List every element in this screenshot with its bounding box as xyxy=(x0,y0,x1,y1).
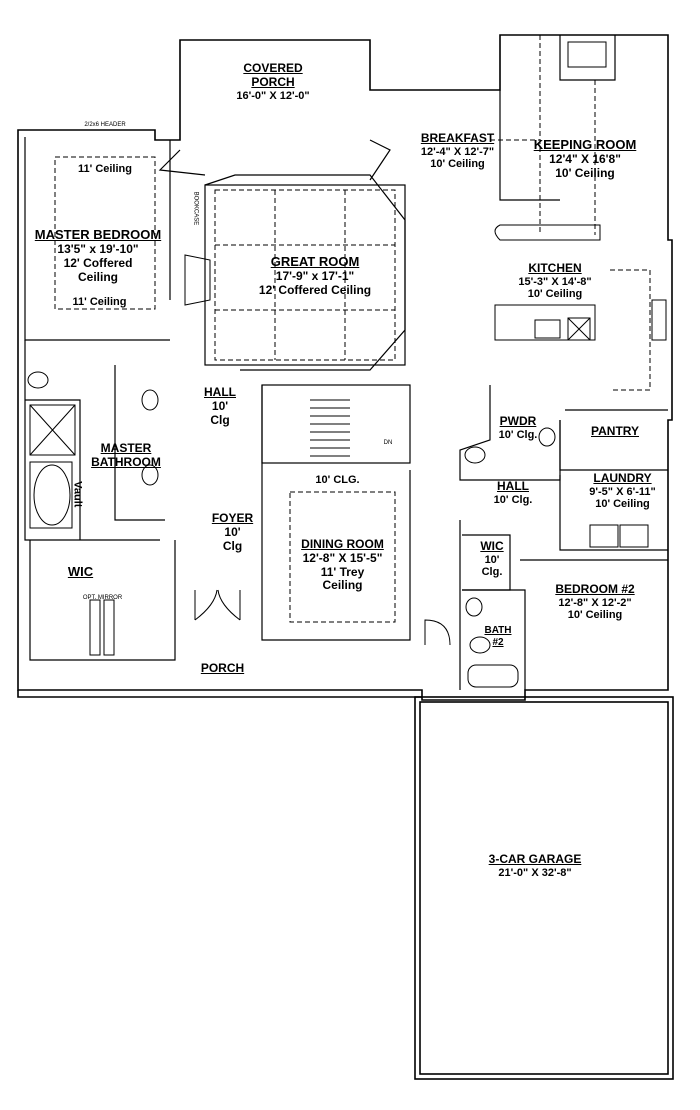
pwdr-ceiling: 10' Clg. xyxy=(498,428,538,441)
kitchen-label: KITCHEN 15'-3" X 14'-8" 10' Ceiling xyxy=(500,261,610,301)
header-annotation: 2/2x6 HEADER xyxy=(84,122,126,128)
master-bedroom-label: MASTER BEDROOM 13'5" x 19'-10" 12' Coffe… xyxy=(28,227,168,284)
hall-right-name: HALL xyxy=(497,479,529,493)
hall-center-label: HALL 10' Clg xyxy=(195,385,245,427)
fixtures xyxy=(27,41,667,688)
covered-porch-name-1: COVERED xyxy=(243,61,303,75)
keeping-room-ceiling: 10' Ceiling xyxy=(555,165,615,180)
porch-name: PORCH xyxy=(200,661,245,675)
wic-right-line3: Clg. xyxy=(481,566,503,579)
laundry-ceiling: 10' Ceiling xyxy=(595,498,650,511)
bedroom2-name: BEDROOM #2 xyxy=(555,582,635,596)
hall-center-name: HALL xyxy=(204,385,236,399)
master-bedroom-ceiling-a: 12' Coffered xyxy=(63,255,133,270)
bedroom2-ceiling: 10' Ceiling xyxy=(567,609,623,622)
master-bedroom-dims: 13'5" x 19'-10" xyxy=(57,241,139,256)
breakfast-name: BREAKFAST xyxy=(420,131,495,145)
garage-label: 3-CAR GARAGE 21'-0" X 32'-8" xyxy=(475,852,595,879)
bedroom2-dims: 12'-8" X 12'-2" xyxy=(558,596,632,609)
master-bedroom-ceiling-b: Ceiling xyxy=(77,269,118,284)
great-room-label: GREAT ROOM 17'-9" x 17'-1" 12' Coffered … xyxy=(240,254,390,298)
master-bedroom-ceiling-bottom: 11' Ceiling xyxy=(72,296,127,308)
breakfast-label: BREAKFAST 12'-4" X 12'-7" 10' Ceiling xyxy=(400,131,515,171)
great-room-dims: 17'-9" x 17'-1" xyxy=(275,268,355,283)
master-bathroom-name-1: MASTER xyxy=(100,441,152,455)
laundry-dims: 9'-5" X 6'-11" xyxy=(589,485,656,498)
master-bathroom-label: MASTER BATHROOM xyxy=(86,441,166,470)
laundry-name: LAUNDRY xyxy=(593,471,652,485)
dining-room-name: DINING ROOM xyxy=(301,537,384,551)
breakfast-ceiling: 10' Ceiling xyxy=(430,158,485,171)
covered-porch-name-2: PORCH xyxy=(251,74,295,89)
dining-clg: 10' CLG. xyxy=(315,474,360,486)
wic-right-line2: 10' xyxy=(484,553,500,566)
keeping-room-dims: 12'4" X 16'8" xyxy=(549,151,621,166)
bath2-name-1: BATH xyxy=(484,625,512,636)
foyer-line2: 10' xyxy=(224,524,241,539)
foyer-label: FOYER 10' Clg xyxy=(200,511,265,553)
ceiling-lines xyxy=(54,35,651,623)
covered-porch-dims: 16'-0" X 12'-0" xyxy=(236,89,310,102)
covered-porch-label: COVERED PORCH 16'-0" X 12'-0" xyxy=(228,61,318,102)
kitchen-dims: 15'-3" X 14'-8" xyxy=(518,275,592,288)
bedroom2-label: BEDROOM #2 12'-8" X 12'-2" 10' Ceiling xyxy=(540,582,650,622)
master-bedroom-ceiling-top: 11' Ceiling xyxy=(78,163,132,175)
opt-mirror-annotation: OPT. MIRROR xyxy=(82,595,123,601)
pwdr-name: PWDR xyxy=(499,414,537,428)
hall-center-line3: Clg xyxy=(210,412,230,427)
pwdr-label: PWDR 10' Clg. xyxy=(488,414,548,441)
stair-dn-annotation: DN xyxy=(383,440,393,446)
hall-center-line2: 10' xyxy=(211,398,229,413)
foyer-line3: Clg xyxy=(222,538,243,553)
bath2-name-2: #2 xyxy=(492,636,504,648)
master-bedroom-name: MASTER BEDROOM xyxy=(34,227,162,242)
great-room-name: GREAT ROOM xyxy=(270,254,360,269)
kitchen-ceiling: 10' Ceiling xyxy=(527,288,583,301)
garage-dims: 21'-0" X 32'-8" xyxy=(498,866,572,879)
keeping-room-name: KEEPING ROOM xyxy=(533,137,637,152)
wic-right-label: WIC 10' Clg. xyxy=(472,539,512,579)
dining-room-label: DINING ROOM 12'-8" X 15'-5" 11' Trey Cei… xyxy=(285,537,400,593)
dining-room-ceiling-a: 11' Trey xyxy=(320,564,365,579)
bookcase-annotation: BOOKCASE xyxy=(192,191,199,226)
bath2-label: BATH #2 xyxy=(482,625,514,648)
hall-right-label: HALL 10' Clg. xyxy=(478,479,548,506)
wic-left-name: WIC xyxy=(67,564,94,579)
interior-walls xyxy=(24,35,668,690)
breakfast-dims: 12'-4" X 12'-7" xyxy=(420,145,495,158)
laundry-label: LAUNDRY 9'-5" X 6'-11" 10' Ceiling xyxy=(580,471,665,511)
keeping-room-label: KEEPING ROOM 12'4" X 16'8" 10' Ceiling xyxy=(530,137,640,181)
great-room-ceiling: 12' Coffered Ceiling xyxy=(258,282,372,297)
dining-room-ceiling-b: Ceiling xyxy=(322,578,363,593)
exterior-walls xyxy=(17,34,674,1080)
wic-right-name: WIC xyxy=(480,539,504,553)
master-bathroom-vault: Vault xyxy=(71,481,84,508)
hall-right-ceiling: 10' Clg. xyxy=(493,493,533,506)
pantry-name: PANTRY xyxy=(591,424,639,438)
kitchen-name: KITCHEN xyxy=(528,261,582,275)
garage-name: 3-CAR GARAGE xyxy=(488,852,582,866)
dining-room-dims: 12'-8" X 15'-5" xyxy=(302,550,383,565)
master-bathroom-name-2: BATHROOM xyxy=(91,454,161,469)
foyer-name: FOYER xyxy=(211,511,254,525)
